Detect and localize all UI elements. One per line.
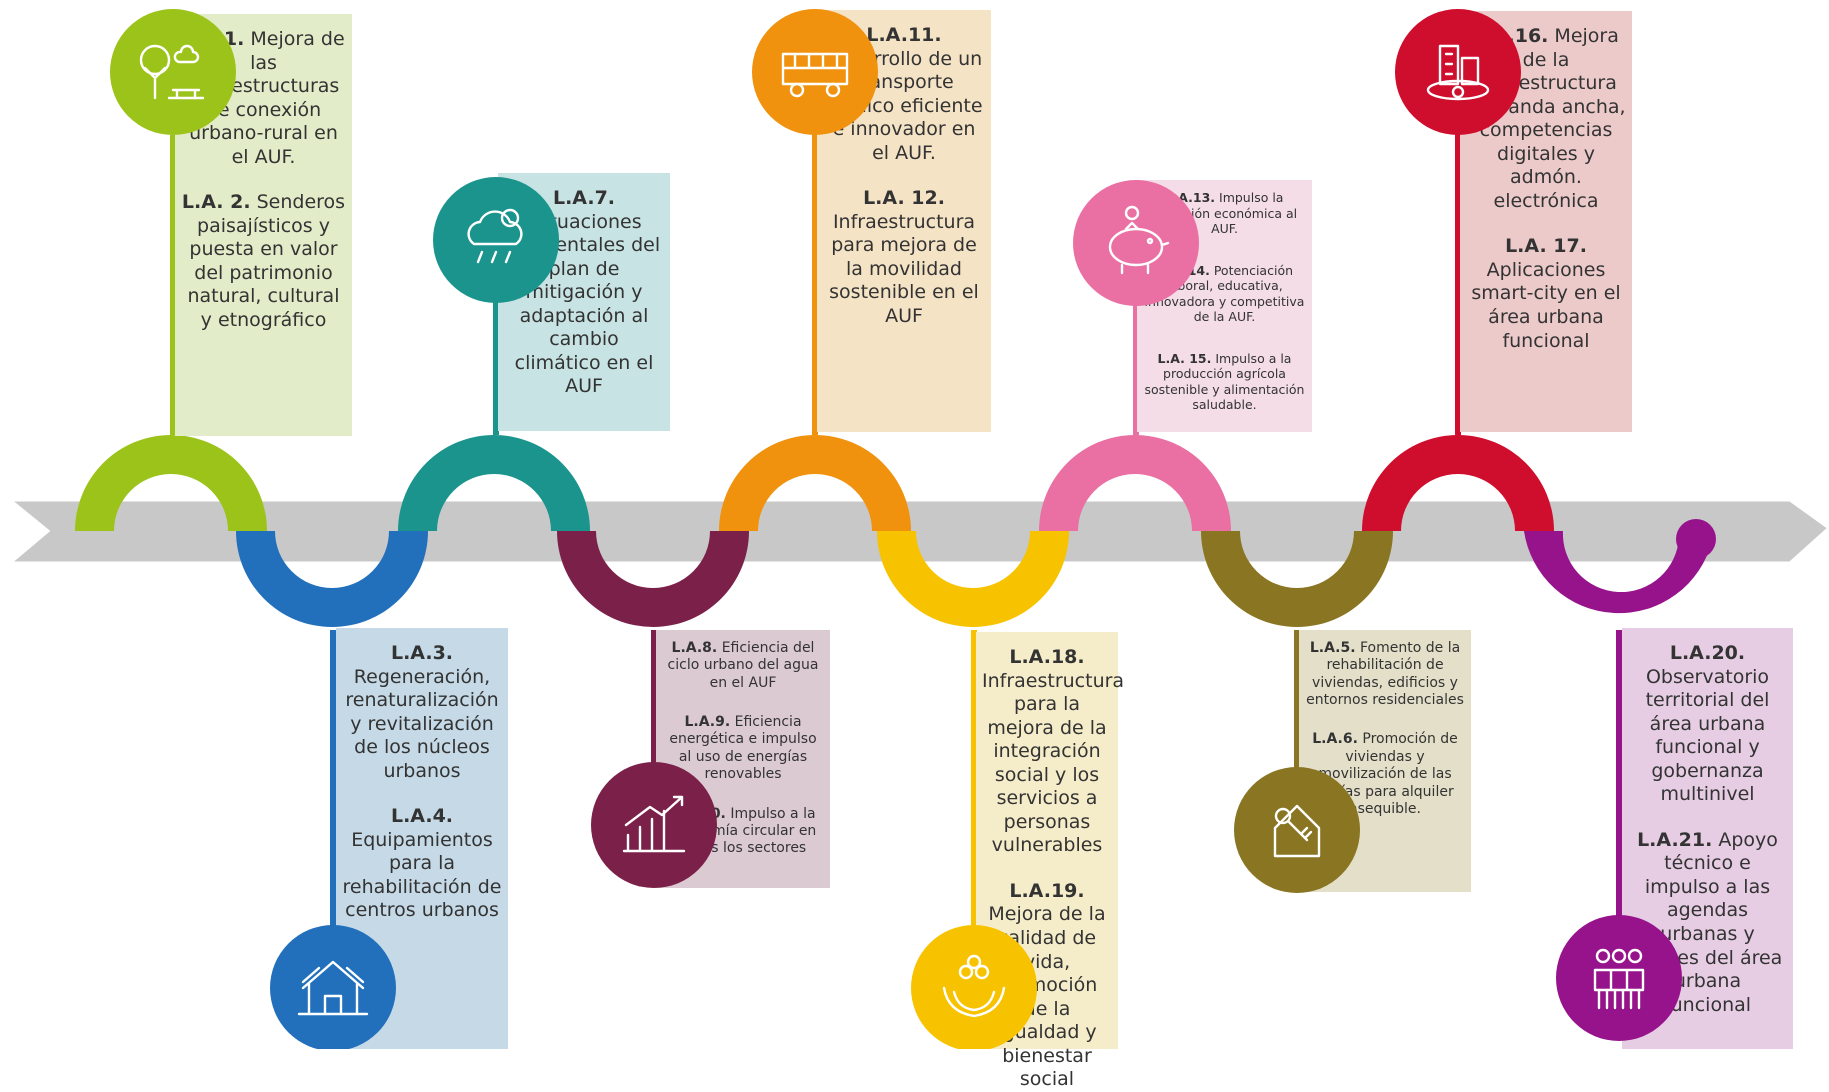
icon-circle-y1: [911, 925, 1037, 1049]
action-text: Regeneración, renaturalización y revital…: [345, 665, 499, 782]
care-hands-icon: [942, 954, 1006, 1018]
action-text: Aplicaciones smart-city en el área urban…: [1471, 258, 1621, 352]
people-group-icon: [1593, 948, 1645, 1010]
action-line: L.A. 15. Impulso a la producción agrícol…: [1141, 351, 1308, 413]
action-text: Fomento de la rehabilitación de vivienda…: [1306, 640, 1464, 709]
action-line: L.A. 12. Infraestructura para mejora de …: [823, 187, 985, 328]
action-text: Equipamientos para la rehabilitación de …: [342, 828, 502, 922]
action-code: L.A.8.: [671, 640, 718, 656]
action-line: L.A.9. Eficiencia energética e impulso a…: [662, 714, 824, 783]
timeline-arc-blue: [236, 531, 428, 627]
house-key-icon: [1273, 804, 1321, 858]
action-code: L.A.7.: [552, 187, 616, 209]
icon-circle-o1: [752, 9, 878, 135]
chart-growth-icon: [622, 795, 686, 853]
action-line: L.A. 14. Potenciación laboral, educativa…: [1141, 263, 1308, 325]
action-line: L.A. 17. Aplicaciones smart-city en el á…: [1466, 235, 1626, 353]
action-code: L.A.18.: [1009, 646, 1085, 668]
action-code: L.A.9.: [684, 714, 731, 731]
park-icon: [139, 44, 205, 100]
action-text: Senderos paisajísticos y puesta en valor…: [187, 191, 346, 332]
action-box-g1: L.A.1. Mejora de las infraestructuras de…: [175, 14, 352, 436]
timeline-arc-pink: [1039, 435, 1231, 531]
piggy-bank-icon: [1108, 205, 1170, 275]
icon-circle-b1: [270, 925, 396, 1049]
timeline-arc-green: [75, 435, 267, 531]
timeline-arc-purple: [1524, 531, 1712, 614]
houses-icon: [297, 960, 369, 1016]
action-text: Potenciación laboral, educativa, innovad…: [1144, 262, 1305, 325]
action-code: L.A.21.: [1637, 828, 1713, 851]
icon-circle-m1: [591, 762, 717, 888]
timeline-arc-orange: [719, 435, 911, 531]
icon-circle-p1: [1073, 180, 1199, 306]
action-line: L.A.18. Infraestructura para la mejora d…: [982, 646, 1124, 858]
bus-icon: [781, 52, 849, 98]
icon-layer: [110, 9, 1682, 1049]
action-line: L.A.4. Equipamientos para la rehabilitac…: [342, 805, 502, 923]
timeline-arc-yellow: [877, 531, 1069, 627]
action-text: Infraestructura para la mejora de la int…: [982, 669, 1125, 857]
action-text: Eficiencia energética e impulso al uso d…: [669, 714, 817, 783]
timeline-graphics: [10, 120, 1829, 1000]
icon-circle-g1: [110, 9, 236, 135]
action-text: Impulso a la producción agrícola sosteni…: [1144, 350, 1305, 413]
action-text: Infraestructura para mejora de la movili…: [829, 210, 979, 328]
action-code: L.A.11.: [866, 24, 942, 46]
action-line: L.A.20. Observatorio territorial del áre…: [1628, 642, 1787, 807]
action-line: L.A.6. Promoción de viviendas y moviliza…: [1305, 731, 1465, 818]
action-line: L.A.5. Fomento de la rehabilitación de v…: [1305, 640, 1465, 709]
action-text: Promoción de viviendas y movilización de…: [1316, 731, 1458, 817]
timeline-arc-maroon: [557, 531, 749, 627]
action-line: L.A.1. Mejora de las infraestructuras de…: [181, 28, 346, 169]
action-code: L.A.6.: [1312, 731, 1358, 748]
storm-cloud-icon: [467, 208, 523, 264]
action-code: L.A.19.: [1009, 879, 1085, 902]
icon-circle-t1: [433, 177, 559, 303]
timeline-arc-teal: [398, 435, 590, 531]
action-code: L.A.20.: [1669, 642, 1746, 664]
icon-circle-pu1: [1556, 915, 1682, 1041]
action-text: Observatorio territorial del área urbana…: [1645, 665, 1770, 806]
action-code: L.A.4.: [390, 805, 454, 828]
action-code: L.A. 2.: [181, 191, 251, 214]
action-text: Impulso a la economía circular en todos …: [669, 805, 817, 857]
action-text: Eficiencia del ciclo urbano del agua en …: [667, 640, 819, 691]
timeline-arc-olive: [1201, 531, 1393, 627]
smart-city-icon: [1426, 44, 1490, 101]
action-code: L.A.5.: [1309, 640, 1356, 656]
timeline-arc-red: [1362, 435, 1554, 531]
action-code: L.A.3.: [390, 642, 454, 664]
action-line: L.A. 2. Senderos paisajísticos y puesta …: [181, 191, 346, 332]
action-code: L.A. 12.: [863, 187, 945, 210]
timeline-diagram: L.A.1. Mejora de las infraestructuras de…: [10, 9, 1829, 1091]
action-line: L.A.8. Eficiencia del ciclo urbano del a…: [662, 640, 824, 692]
action-code: L.A. 15.: [1157, 350, 1212, 366]
action-code: L.A. 17.: [1505, 235, 1587, 258]
action-line: L.A.3. Regeneración, renaturalización y …: [342, 642, 502, 783]
timeline-hook-end-purple: [1676, 519, 1716, 559]
